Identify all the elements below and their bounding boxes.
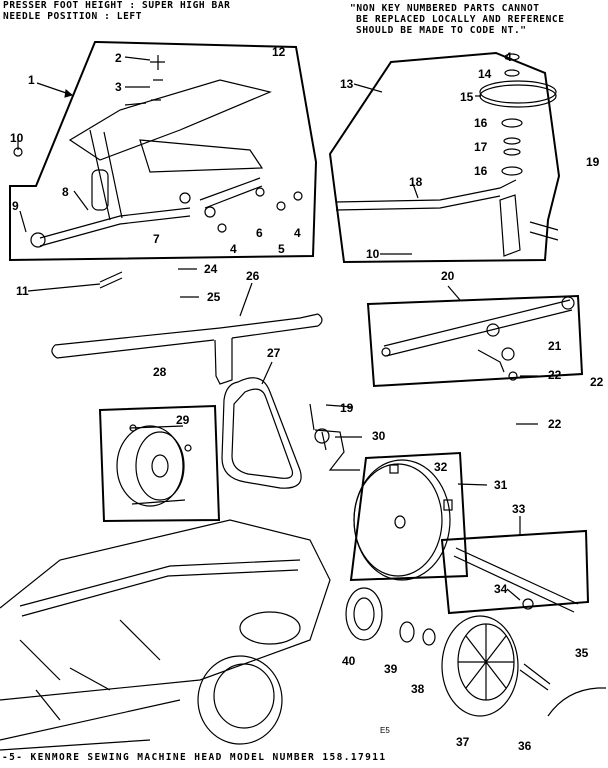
callout-21: 21 [548,339,562,353]
callout-37: 37 [456,735,470,749]
callout-18: 18 [409,175,423,189]
callout-22: 22 [548,368,562,382]
callout-40: 40 [342,654,356,668]
callout-27: 27 [267,346,281,360]
callout-22c: 22 [548,417,562,431]
belt-27-drawing [221,377,302,489]
callout-32: 32 [434,460,448,474]
callout-10b: 10 [366,247,380,261]
needle-bar-drawing [381,296,575,381]
group-frame-13 [328,51,561,264]
callout-4b: 4 [294,226,301,240]
clutch-disc-drawing [353,459,453,581]
handwheel-drawing [345,587,606,717]
callout-7: 7 [153,232,160,246]
callout-5: 5 [278,242,285,256]
callout-12: 12 [272,45,286,59]
group-frame-1 [9,41,318,262]
note-line-3: SHOULD BE MADE TO CODE NT." [356,25,527,36]
callout-17: 17 [474,140,488,154]
callout-1: 1 [28,73,35,87]
sewing-head-drawing [0,519,331,751]
callout-36: 36 [518,739,532,753]
note-line-2: BE REPLACED LOCALLY AND REFERENCE [356,14,565,25]
callout-26: 26 [246,269,260,283]
callout-31: 31 [494,478,508,492]
bracket-30-drawing [309,403,360,471]
page-mark: E5 [380,726,390,735]
callout-4c: 4 [505,50,512,64]
group-frame-33 [440,529,590,615]
feed-mechanism-drawing [13,55,303,289]
upper-drive-drawing [335,53,559,257]
group-frame-28 [98,404,221,523]
callout-19b: 19 [340,401,354,415]
callout-14: 14 [478,67,492,81]
callout-9: 9 [12,199,19,213]
callout-24: 24 [204,262,218,276]
callout-29: 29 [176,413,190,427]
callout-15: 15 [460,90,474,104]
callout-3: 3 [115,80,122,94]
callout-35: 35 [575,646,589,660]
callout-39: 39 [384,662,398,676]
lower-gear-drawing [116,424,192,507]
callout-13: 13 [340,77,354,91]
callout-8: 8 [62,185,69,199]
callout-11: 11 [16,284,29,298]
callout-34: 34 [494,582,508,596]
callout-4: 4 [230,242,237,256]
callout-38: 38 [411,682,425,696]
callout-19: 19 [586,155,600,169]
callout-10: 10 [10,131,24,145]
header-needle-position: NEEDLE POSITION : LEFT [3,11,143,22]
callout-28: 28 [153,365,167,379]
shaft-drawing [453,547,579,613]
leader-lines [17,56,538,601]
group-frame-20 [366,294,584,388]
timing-belt-drawing [51,313,323,385]
callout-2: 2 [115,51,122,65]
callout-33: 33 [512,502,526,516]
note-line-1: "NON KEY NUMBERED PARTS CANNOT [350,3,540,14]
callout-30: 30 [372,429,386,443]
callout-16: 16 [474,116,488,130]
callout-22b: 22 [590,375,604,389]
footer-title: -5- KENMORE SEWING MACHINE HEAD MODEL NU… [2,752,387,763]
callout-20: 20 [441,269,455,283]
callout-6: 6 [256,226,263,240]
callout-16b: 16 [474,164,488,178]
header-presser-foot: PRESSER FOOT HEIGHT : SUPER HIGH BAR [3,0,231,11]
callout-25: 25 [207,290,221,304]
